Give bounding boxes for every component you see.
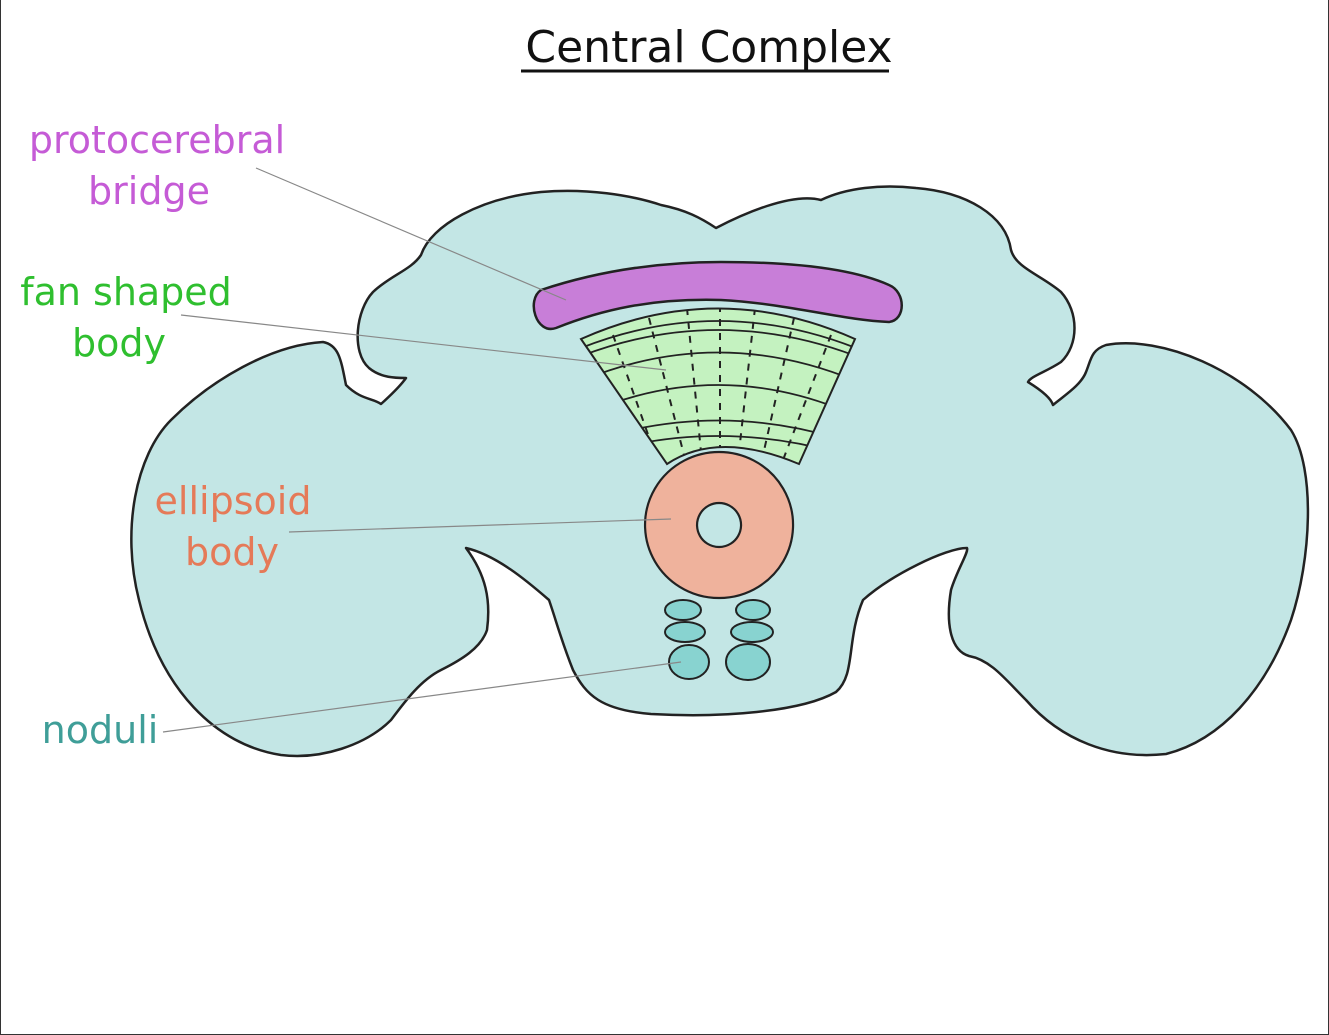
protocerebral-bridge-shape — [532, 260, 903, 331]
nodulus-left-bottom — [668, 644, 710, 680]
noduli-leader-line — [162, 661, 682, 733]
pb-leader-line — [255, 167, 567, 301]
nodulus-left-top — [664, 599, 702, 621]
pb-label-line2: bridge — [88, 169, 210, 213]
nodulus-right-bottom — [725, 643, 771, 681]
eb-label-line1: ellipsoid — [155, 479, 312, 523]
nodulus-right-top — [735, 599, 771, 621]
fsb-column-line — [648, 317, 685, 456]
fsb-layer-line — [581, 329, 855, 359]
fsb-column-line — [738, 308, 756, 453]
fsb-column-line — [686, 308, 702, 453]
fsb-label-line1: fan shaped — [20, 270, 232, 314]
fsb-column-line — [762, 317, 795, 456]
ellipsoid-body-shape — [643, 450, 795, 600]
diagram-title: Central Complex — [525, 22, 892, 73]
eb-label-line2: body — [185, 530, 279, 574]
pb-label-line1: protocerebral — [29, 118, 285, 162]
fsb-label-line2: body — [72, 321, 166, 365]
noduli — [664, 599, 774, 681]
noduli-label: noduli — [42, 708, 159, 752]
nodulus-right-middle — [730, 621, 774, 643]
nodulus-left-middle — [664, 621, 706, 643]
eb-leader-line — [288, 518, 672, 533]
fsb-layer-line — [581, 351, 855, 384]
fsb-leader-line — [180, 314, 667, 371]
